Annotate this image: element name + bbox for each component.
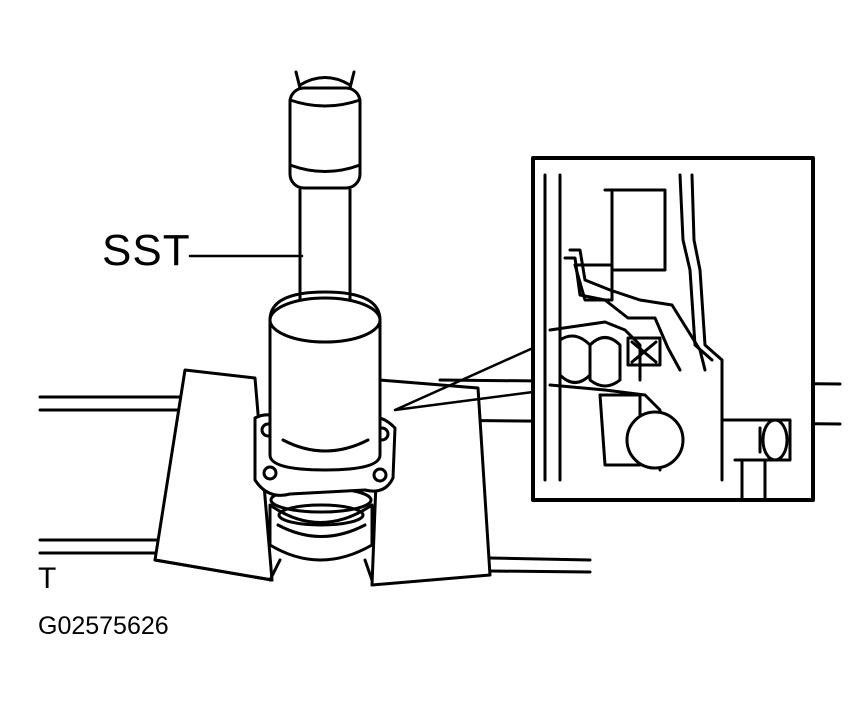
view-marker-label: T [38, 562, 57, 595]
support-block-right [372, 380, 490, 585]
detail-callout-pointer [395, 348, 533, 410]
hub-bearing [270, 488, 372, 580]
detail-inset [533, 158, 813, 500]
figure-code-label: G02575626 [38, 612, 169, 640]
sst-label: SST [102, 226, 191, 275]
sst-tool [270, 72, 380, 470]
support-block-left [155, 370, 272, 580]
